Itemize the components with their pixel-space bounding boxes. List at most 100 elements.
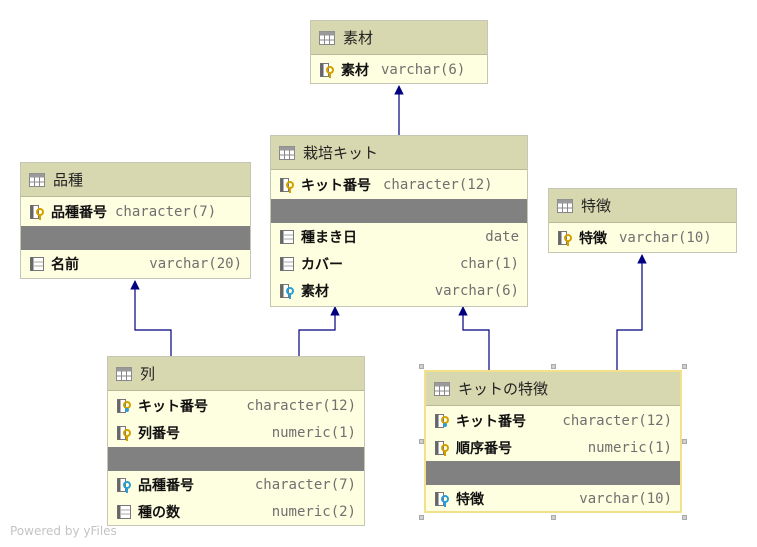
column-name: 素材 (301, 284, 329, 300)
column-name: 順序番号 (456, 441, 512, 457)
table-icon (279, 145, 295, 160)
column-row[interactable]: 種の数 numeric(2) (116, 501, 356, 523)
column-type: varchar(10) (579, 491, 672, 507)
column-icon (280, 257, 294, 271)
table-material[interactable]: 素材 素材 varchar(6) (310, 20, 488, 84)
primary-key-icon (280, 178, 294, 193)
primary-key-icon (117, 426, 131, 441)
column-type: varchar(10) (619, 230, 712, 246)
primary-key-icon (435, 441, 449, 456)
resize-handle-top[interactable] (551, 364, 556, 369)
column-name: 品種番号 (138, 478, 194, 494)
table-header: 栽培キット (271, 136, 527, 170)
column-type: date (485, 229, 519, 245)
table-header: キットの特徴 (426, 372, 680, 406)
table-name: 栽培キット (303, 144, 379, 162)
table-row[interactable]: 列 キット番号 character(12) 列番号 numeric(1) 品種番… (107, 356, 365, 526)
table-kit-feature[interactable]: キットの特徴 キット番号 character(12) 順序番号 numeric(… (424, 370, 682, 513)
column-type: varchar(6) (381, 62, 466, 78)
column-row[interactable]: 素材 varchar(6) (279, 280, 519, 302)
column-icon (30, 257, 44, 271)
column-row[interactable]: 特徴 varchar(10) (557, 227, 728, 249)
edge-row-to-kit (298, 306, 340, 356)
column-type: character(7) (115, 204, 217, 220)
key-separator (426, 461, 680, 485)
column-icon (117, 505, 131, 519)
foreign-key-icon (117, 478, 131, 493)
key-separator (271, 199, 527, 223)
column-row[interactable]: キット番号 character(12) (434, 410, 672, 432)
table-header: 列 (108, 357, 364, 391)
resize-handle-bottom-left[interactable] (419, 515, 424, 520)
resize-handle-left[interactable] (419, 439, 424, 444)
column-row[interactable]: 品種番号 character(7) (116, 474, 356, 496)
primary-foreign-key-icon (435, 414, 449, 428)
column-type: varchar(20) (149, 256, 242, 272)
column-icon (280, 230, 294, 244)
table-name: 素材 (343, 29, 374, 47)
table-name: 品種 (53, 171, 84, 189)
primary-key-icon (30, 205, 44, 220)
table-name: 列 (140, 365, 156, 383)
resize-handle-top-left[interactable] (419, 364, 424, 369)
column-type: character(12) (562, 413, 672, 429)
column-name: 種の数 (138, 505, 180, 521)
column-type: char(1) (459, 256, 519, 272)
primary-foreign-key-icon (117, 399, 131, 413)
resize-handle-top-right[interactable] (682, 364, 687, 369)
column-name: キット番号 (138, 399, 208, 415)
column-row[interactable]: 列番号 numeric(1) (116, 422, 356, 444)
table-kit[interactable]: 栽培キット キット番号 character(12) 種まき日 date カバー … (270, 135, 528, 307)
key-separator (21, 226, 250, 250)
column-name: キット番号 (456, 414, 526, 430)
column-name: キット番号 (301, 178, 371, 194)
column-row[interactable]: キット番号 character(12) (279, 174, 519, 196)
column-name: カバー (301, 257, 343, 273)
column-name: 名前 (51, 257, 79, 273)
table-icon (319, 30, 335, 45)
column-name: 特徴 (579, 231, 607, 247)
column-row[interactable]: 名前 varchar(20) (29, 253, 242, 275)
resize-handle-bottom-right[interactable] (682, 515, 687, 520)
column-type: numeric(2) (271, 504, 356, 520)
key-separator (108, 447, 364, 471)
column-name: 素材 (341, 63, 369, 79)
column-name: 列番号 (138, 426, 180, 442)
table-variety[interactable]: 品種 品種番号 character(7) 名前 varchar(20) (20, 162, 251, 279)
table-feature[interactable]: 特徴 特徴 varchar(10) (548, 188, 737, 253)
column-name: 品種番号 (51, 205, 107, 221)
edge-kitfeature-to-feature (616, 254, 647, 370)
table-icon (557, 198, 573, 213)
watermark: Powered by yFiles (10, 524, 117, 538)
column-type: varchar(6) (434, 283, 519, 299)
edge-row-to-variety (130, 280, 172, 356)
resize-handle-right[interactable] (682, 439, 687, 444)
table-icon (116, 366, 132, 381)
column-name: 特徴 (456, 492, 484, 508)
table-name: キットの特徴 (458, 380, 549, 398)
foreign-key-icon (435, 492, 449, 507)
primary-key-icon (320, 63, 334, 78)
table-icon (434, 381, 450, 396)
column-row[interactable]: カバー char(1) (279, 253, 519, 275)
column-type: numeric(1) (271, 425, 356, 441)
table-header: 素材 (311, 21, 487, 55)
column-name: 種まき日 (301, 230, 357, 246)
table-header: 品種 (21, 163, 250, 197)
primary-key-icon (558, 231, 572, 246)
table-name: 特徴 (581, 197, 612, 215)
column-row[interactable]: 種まき日 date (279, 226, 519, 248)
column-type: character(7) (254, 477, 356, 493)
column-row[interactable]: 特徴 varchar(10) (434, 488, 672, 510)
column-type: character(12) (246, 398, 356, 414)
resize-handle-bottom[interactable] (551, 515, 556, 520)
edge-kitfeature-to-kit (458, 306, 490, 370)
table-icon (29, 172, 45, 187)
column-row[interactable]: 素材 varchar(6) (319, 59, 479, 81)
column-type: numeric(1) (587, 440, 672, 456)
column-row[interactable]: 品種番号 character(7) (29, 201, 242, 223)
foreign-key-icon (280, 284, 294, 299)
column-row[interactable]: 順序番号 numeric(1) (434, 437, 672, 459)
column-row[interactable]: キット番号 character(12) (116, 395, 356, 417)
